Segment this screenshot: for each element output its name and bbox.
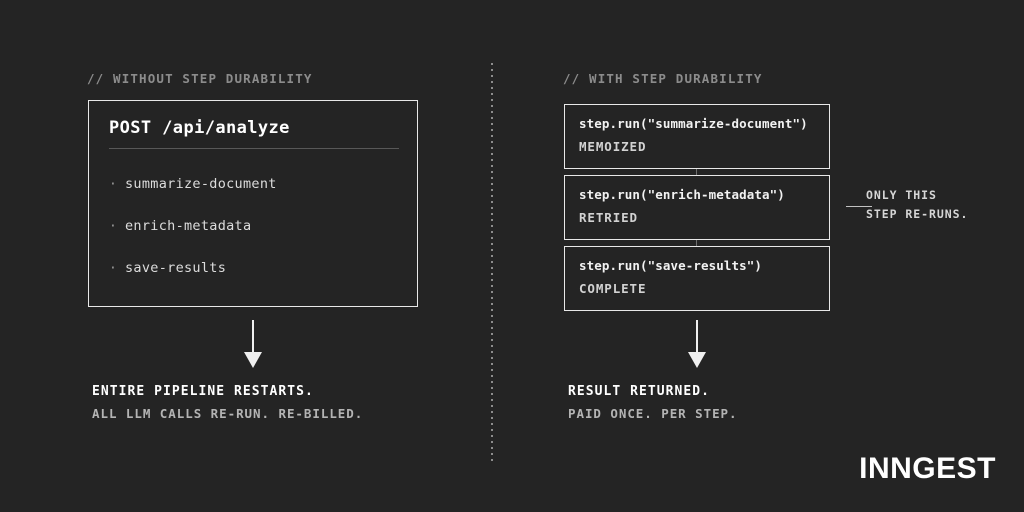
right-caption: RESULT RETURNED. PAID ONCE. PER STEP. — [568, 381, 738, 425]
step-box-save-results: step.run("save-results") COMPLETE — [564, 246, 830, 311]
inngest-logo: INNGEST — [859, 452, 996, 485]
list-item: · save-results — [109, 247, 399, 289]
list-item-label: summarize-document — [125, 176, 277, 192]
right-caption-secondary: PAID ONCE. PER STEP. — [568, 406, 738, 421]
vertical-divider — [491, 63, 493, 461]
step-call-expression: step.run("save-results") — [579, 258, 763, 273]
callout-leader-line — [846, 206, 872, 207]
arrow-head — [244, 352, 262, 368]
right-comment-header: // WITH STEP DURABILITY — [563, 71, 763, 86]
list-item: · enrich-metadata — [109, 205, 399, 247]
callout-annotation: ONLY THIS STEP RE-RUNS. — [866, 186, 968, 224]
bullet-icon: · — [109, 260, 118, 276]
pipeline-step-list: · summarize-document · enrich-metadata ·… — [109, 163, 399, 289]
left-comment-header: // WITHOUT STEP DURABILITY — [87, 71, 313, 86]
step-call-expression: step.run("summarize-document") — [579, 116, 808, 131]
left-caption-secondary: ALL LLM CALLS RE-RUN. RE-BILLED. — [92, 406, 364, 421]
arrow-head — [688, 352, 706, 368]
left-caption-primary: ENTIRE PIPELINE RESTARTS. — [92, 384, 314, 399]
request-title: POST /api/analyze — [109, 118, 290, 138]
step-connector — [696, 169, 697, 175]
arrow-shaft — [252, 320, 254, 354]
status-badge: RETRIED — [579, 210, 638, 225]
left-caption: ENTIRE PIPELINE RESTARTS. ALL LLM CALLS … — [92, 381, 363, 425]
step-connector — [696, 240, 697, 246]
status-badge: COMPLETE — [579, 281, 647, 296]
list-item-label: save-results — [125, 260, 227, 276]
monolithic-request-box: POST /api/analyze · summarize-document ·… — [88, 100, 418, 307]
right-caption-primary: RESULT RETURNED. — [568, 384, 711, 399]
bullet-icon: · — [109, 218, 118, 234]
left-flow-arrow-icon — [242, 320, 264, 368]
step-box-enrich-metadata: step.run("enrich-metadata") RETRIED — [564, 175, 830, 240]
callout-line-2: STEP RE-RUNS. — [866, 207, 969, 221]
title-divider — [109, 148, 399, 149]
list-item: · summarize-document — [109, 163, 399, 205]
arrow-shaft — [696, 320, 698, 354]
list-item-label: enrich-metadata — [125, 218, 252, 234]
right-flow-arrow-icon — [686, 320, 708, 368]
step-call-expression: step.run("enrich-metadata") — [579, 187, 785, 202]
step-box-summarize-document: step.run("summarize-document") MEMOIZED — [564, 104, 830, 169]
bullet-icon: · — [109, 176, 118, 192]
callout-line-1: ONLY THIS — [866, 188, 937, 202]
status-badge: MEMOIZED — [579, 139, 647, 154]
